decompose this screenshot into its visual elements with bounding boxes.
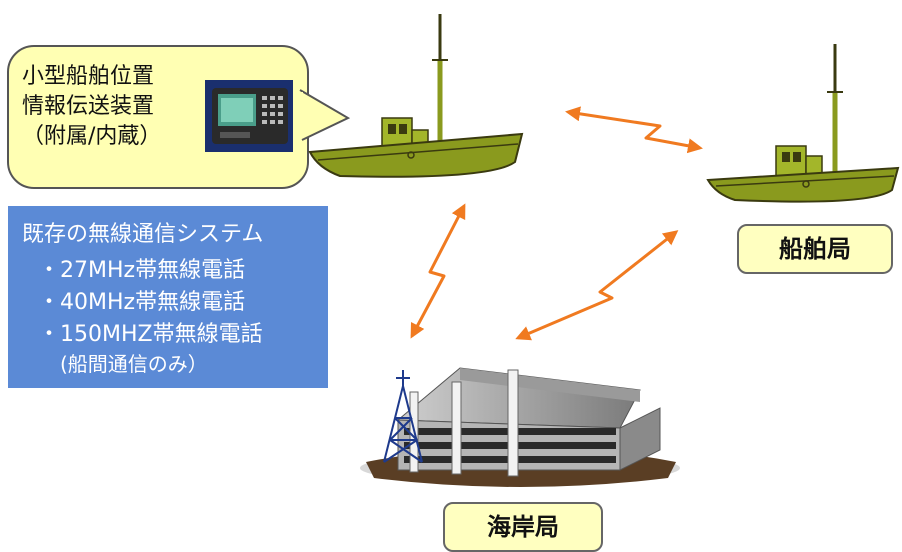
radio-tower-icon xyxy=(383,370,423,463)
callout-line-3: （附属/内蔵） xyxy=(22,124,162,149)
callout-line-2: 情報伝送装置 xyxy=(22,94,155,119)
radio-link-arrow xyxy=(410,203,466,339)
coast-station-building-icon xyxy=(360,367,680,487)
system-box-title: 既存の無線通信システム xyxy=(22,222,264,247)
existing-radio-system-box: 既存の無線通信システム ・27MHz帯無線電話 ・40MHz帯無線電話 ・150… xyxy=(8,206,328,388)
position-device-icon xyxy=(205,80,293,152)
fishing-boat-icon xyxy=(308,14,524,178)
radio-link-arrow xyxy=(515,230,679,341)
device-callout-text: 小型船舶位置 情報伝送装置 （附属/内蔵） xyxy=(22,62,207,152)
radio-link-arrow xyxy=(565,106,703,154)
system-box-note: (船間通信のみ） xyxy=(60,352,208,376)
ship-station-label: 船舶局 xyxy=(737,224,893,274)
system-item-40mhz: ・40MHz帯無線電話 xyxy=(38,290,246,315)
coast-station-label: 海岸局 xyxy=(443,502,603,552)
fishing-boat-icon xyxy=(706,44,900,203)
callout-line-1: 小型船舶位置 xyxy=(22,64,155,89)
system-item-150mhz: ・150MHZ帯無線電話 xyxy=(38,322,263,347)
system-item-27mhz: ・27MHz帯無線電話 xyxy=(38,258,246,283)
